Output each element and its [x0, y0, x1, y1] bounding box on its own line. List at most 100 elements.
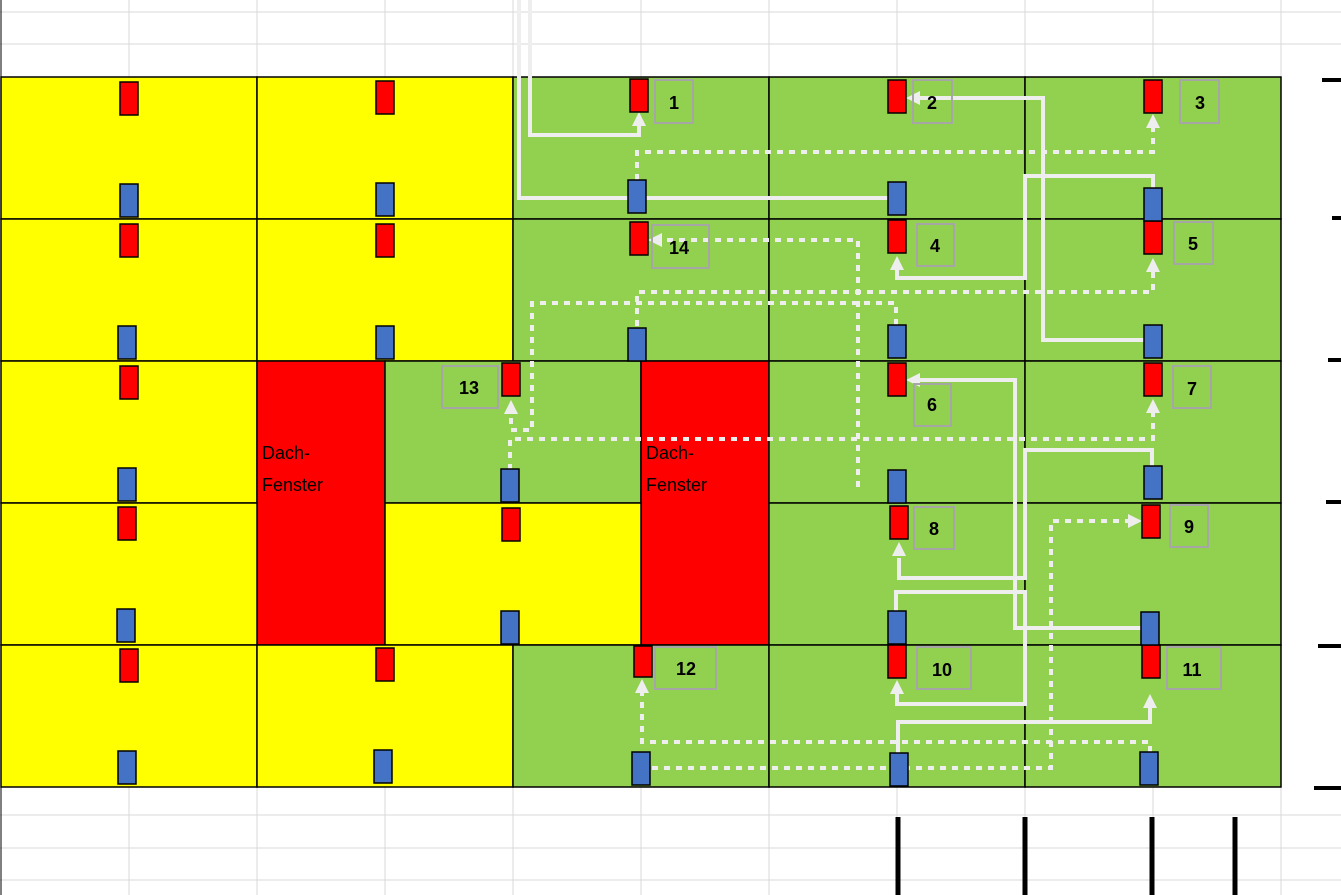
label-box [1173, 221, 1214, 265]
solid-path [517, 0, 897, 200]
panel-number-label: 5 [1188, 234, 1198, 254]
right-tick-marks [1314, 78, 1341, 790]
panel-number-label: 11 [1182, 660, 1201, 680]
panel-number-label: 8 [929, 519, 939, 539]
red-panel [119, 223, 139, 258]
blue-panel [119, 183, 139, 218]
panel-number-label: 14 [669, 238, 689, 258]
red-panel [887, 362, 907, 397]
arrowhead [504, 400, 518, 414]
arrowhead [1146, 258, 1160, 272]
dotted-path [508, 411, 1155, 470]
blue-panel [631, 751, 651, 786]
label-box [441, 365, 499, 409]
dotted-paths [508, 126, 1155, 770]
red-panel [119, 81, 139, 116]
solid-path [916, 378, 1150, 630]
arrowhead [632, 112, 646, 126]
arrowhead [635, 679, 649, 693]
label-box [654, 79, 694, 124]
arrowhead [1146, 399, 1160, 413]
blue-panel [887, 469, 907, 504]
panel-number-label: 9 [1184, 517, 1194, 537]
roof-window [256, 360, 386, 646]
arrowhead [890, 680, 904, 694]
red-panel [1141, 644, 1161, 679]
panel-number-label: 4 [930, 236, 940, 256]
red-panel [889, 505, 909, 540]
label-box [651, 224, 710, 269]
blue-panel [887, 610, 907, 645]
blue-panel [373, 749, 393, 784]
blue-panel [1140, 611, 1160, 646]
label-box [913, 383, 952, 427]
red-panel [501, 507, 521, 542]
window-label-line1: Dach- [262, 443, 310, 463]
blue-panel [627, 327, 647, 362]
red-panel [1143, 362, 1163, 397]
solid-path [896, 705, 1152, 756]
window-label-line2: Fenster [262, 475, 323, 495]
blue-panel [116, 608, 136, 643]
label-boxes [441, 79, 1222, 690]
window-label-line1: Dach- [646, 443, 694, 463]
red-panel [633, 645, 653, 678]
label-box [1166, 646, 1222, 690]
red-panel [1143, 79, 1163, 114]
panel-number-label: 1 [669, 93, 679, 113]
red-panel [1141, 504, 1161, 539]
label-box [912, 79, 953, 124]
arrowhead [890, 256, 904, 270]
dotted-arrowheads [504, 114, 1160, 693]
blue-panel [1143, 324, 1163, 359]
blue-panel [889, 752, 909, 787]
panel-number-label: 6 [927, 395, 937, 415]
dotted-path [635, 126, 1155, 180]
red-panel [887, 219, 907, 254]
red-panel [887, 79, 907, 114]
blue-panel [117, 467, 137, 502]
blue-panel [887, 324, 907, 359]
arrowhead [1128, 514, 1142, 528]
label-box [1179, 79, 1220, 124]
label-box [1172, 365, 1212, 409]
label-box [654, 646, 717, 690]
arrowhead [892, 542, 906, 556]
dotted-path [509, 301, 898, 432]
blue-panel [375, 325, 395, 360]
panel-number-label: 13 [459, 378, 479, 398]
red-panel [887, 644, 907, 679]
red-panel [629, 78, 649, 113]
panel-number-labels: 1 2 3 4 5 6 7 8 9 10 11 12 13 14 [459, 93, 1205, 680]
dotted-path [640, 690, 1152, 752]
panel-number-label: 12 [676, 659, 696, 679]
label-box [913, 506, 955, 550]
arrowhead [1143, 694, 1157, 708]
dotted-path [652, 519, 1128, 770]
red-panel [375, 647, 395, 682]
blue-panel [887, 181, 907, 216]
blue-panel [375, 182, 395, 217]
blue-panel [1139, 751, 1159, 786]
solid-path [528, 0, 641, 137]
blue-panel [627, 179, 647, 214]
red-panel [1143, 220, 1163, 255]
red-panel [119, 365, 139, 400]
red-panel [501, 362, 521, 397]
solid-path [897, 448, 1154, 580]
blue-panel [117, 325, 137, 360]
red-panel [117, 506, 137, 541]
label-box [916, 646, 972, 690]
arrowhead [648, 233, 662, 247]
dotted-path [635, 270, 1155, 326]
panel-number-label: 3 [1195, 93, 1205, 113]
red-panel [629, 221, 649, 256]
label-box [916, 223, 955, 267]
red-panel [375, 223, 395, 258]
blue-panel [500, 468, 520, 503]
solid-path [916, 96, 1152, 342]
red-panels [117, 78, 1163, 683]
panel-number-label: 2 [927, 93, 937, 113]
solid-paths [517, 0, 1155, 756]
